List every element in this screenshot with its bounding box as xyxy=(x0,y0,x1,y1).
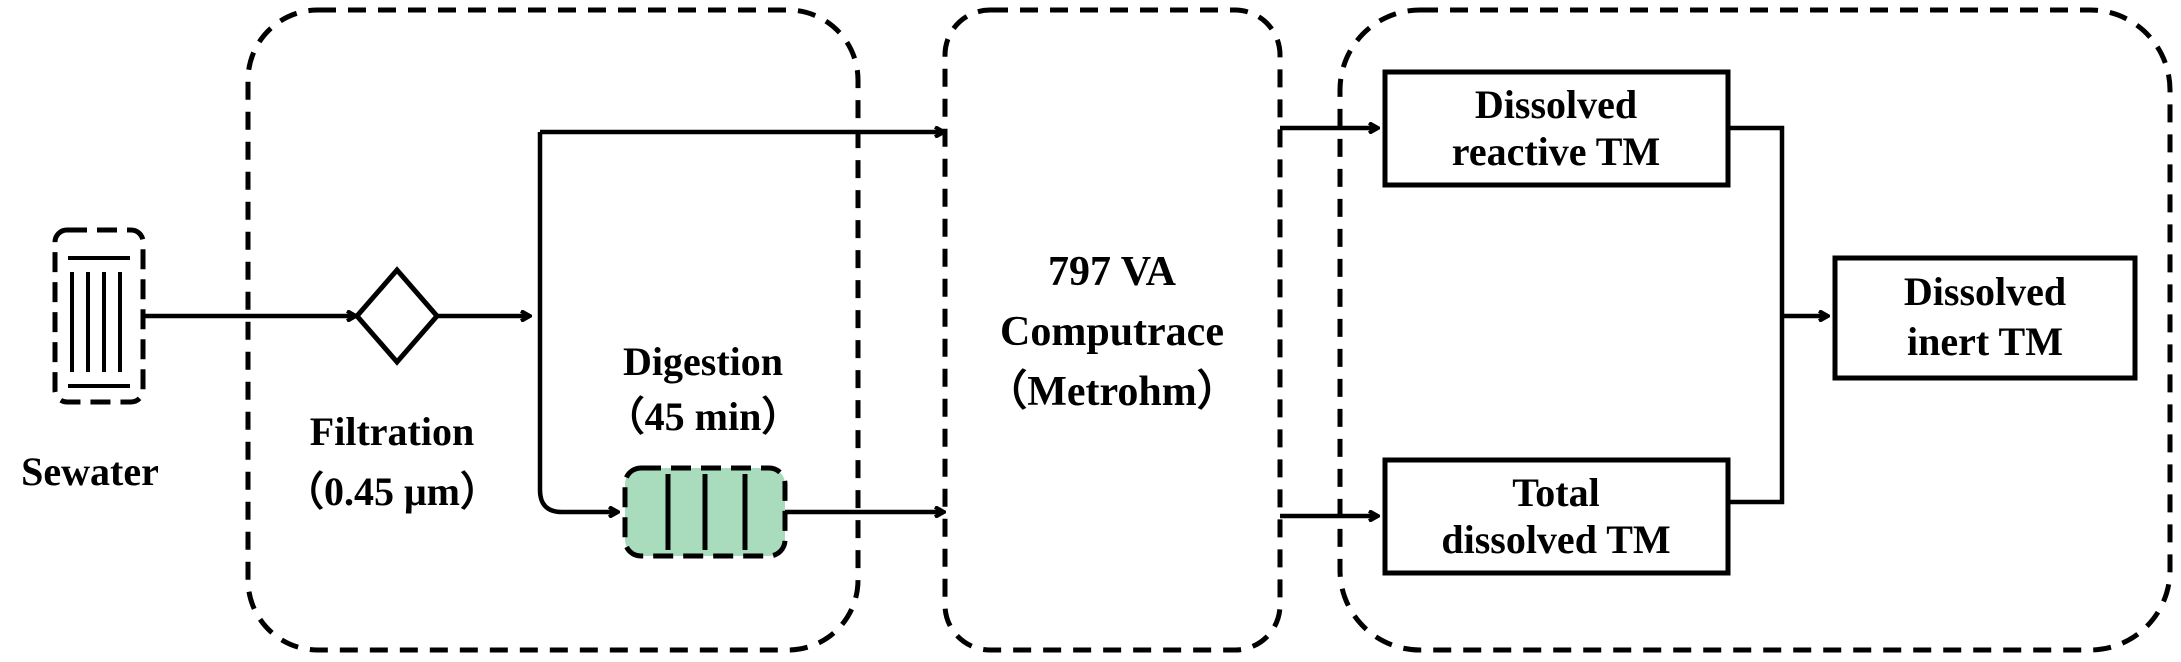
dissolved-inert-tm-box xyxy=(1832,255,2138,381)
filter-icon xyxy=(353,266,441,366)
digestion-vessel-icon xyxy=(622,465,788,559)
instrument-manufacturer: （Metrohm） xyxy=(985,368,1239,415)
total-dissolved-tm-box xyxy=(1382,457,1731,576)
filtration-digestion-panel xyxy=(245,7,861,653)
instrument-name-line1: 797 VA xyxy=(1048,249,1177,295)
digestion-time-label: （45 min） xyxy=(605,394,802,439)
reactive-label-line1: Dissolved xyxy=(1475,82,1637,127)
results-panel xyxy=(1337,7,2173,653)
total-label-line2: dissolved TM xyxy=(1441,517,1670,562)
inert-label-line2: inert TM xyxy=(1907,319,2063,364)
seawater-sample-icon xyxy=(52,227,146,405)
arrow-to-digestion xyxy=(537,489,618,512)
dissolved-reactive-tm-box xyxy=(1382,69,1731,188)
filtration-label: Filtration xyxy=(310,409,474,454)
total-label-line1: Total xyxy=(1512,470,1599,515)
instrument-name-line2: Computrace xyxy=(1000,309,1224,355)
digestion-label: Digestion xyxy=(623,339,783,384)
connector-reactive-total xyxy=(1728,125,1785,505)
reactive-label-line2: reactive TM xyxy=(1452,129,1660,174)
instrument-panel xyxy=(942,7,1283,653)
sample-label: Sewater xyxy=(21,449,159,494)
inert-label-line1: Dissolved xyxy=(1904,269,2066,314)
filtration-size-label: （0.45 μm） xyxy=(284,469,500,514)
